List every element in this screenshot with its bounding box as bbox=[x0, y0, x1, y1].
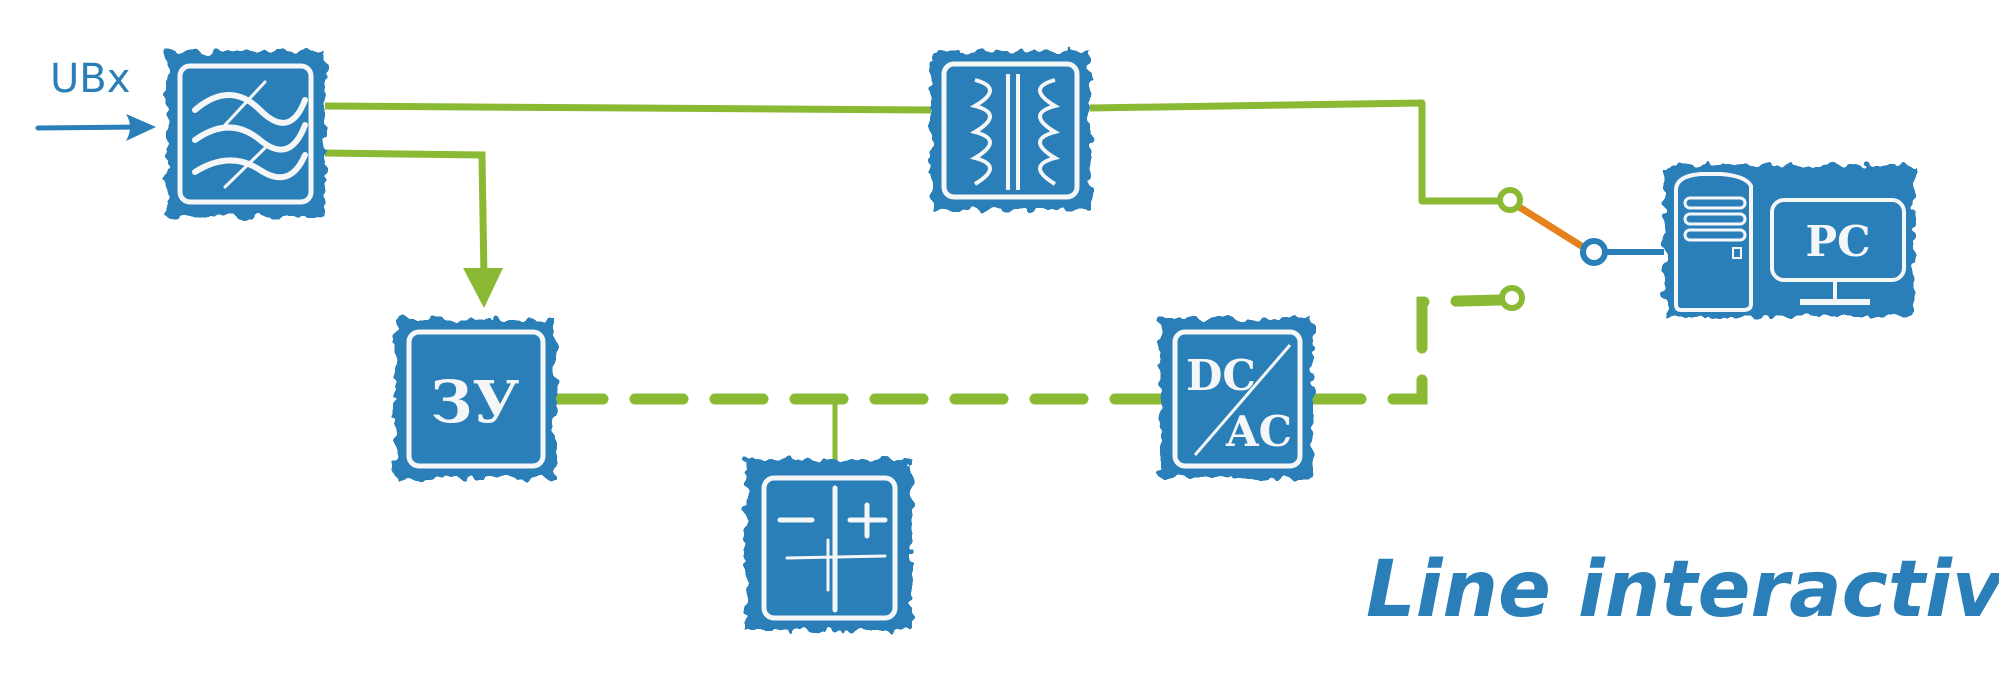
transformer-block bbox=[931, 51, 1090, 210]
pc-label: PC bbox=[1805, 217, 1870, 266]
charger-block: ЗУ bbox=[395, 319, 555, 478]
filter-wave-icon bbox=[192, 80, 308, 189]
battery-symbol-icon bbox=[777, 485, 888, 613]
charger-label: ЗУ bbox=[431, 368, 520, 436]
pc-tower-icon bbox=[1674, 172, 1753, 312]
input-arrow bbox=[35, 114, 156, 141]
inverter-label-dc: DC bbox=[1186, 351, 1256, 400]
charger-feed-line bbox=[324, 149, 503, 308]
pc-load-block: PC bbox=[1664, 165, 1914, 317]
switch-contact-line bbox=[1497, 187, 1523, 213]
battery-bus-dashed bbox=[549, 294, 1506, 405]
inverter-block: DC AC bbox=[1160, 319, 1313, 478]
transfer-switch bbox=[1497, 187, 1664, 311]
main-line bbox=[324, 99, 1500, 205]
switch-pivot bbox=[1580, 238, 1608, 266]
inverter-label-ac: AC bbox=[1225, 407, 1292, 456]
pc-monitor-icon bbox=[1770, 198, 1906, 305]
battery-block bbox=[746, 459, 912, 631]
input-voltage-label: UBx bbox=[50, 56, 130, 102]
switch-contact-inverter bbox=[1499, 285, 1525, 311]
diagram-title: Line interactive bbox=[1366, 545, 1999, 635]
filter-block bbox=[166, 51, 325, 217]
inverter-divider-slash bbox=[1193, 344, 1292, 456]
transformer-coil-icon bbox=[969, 74, 1061, 190]
